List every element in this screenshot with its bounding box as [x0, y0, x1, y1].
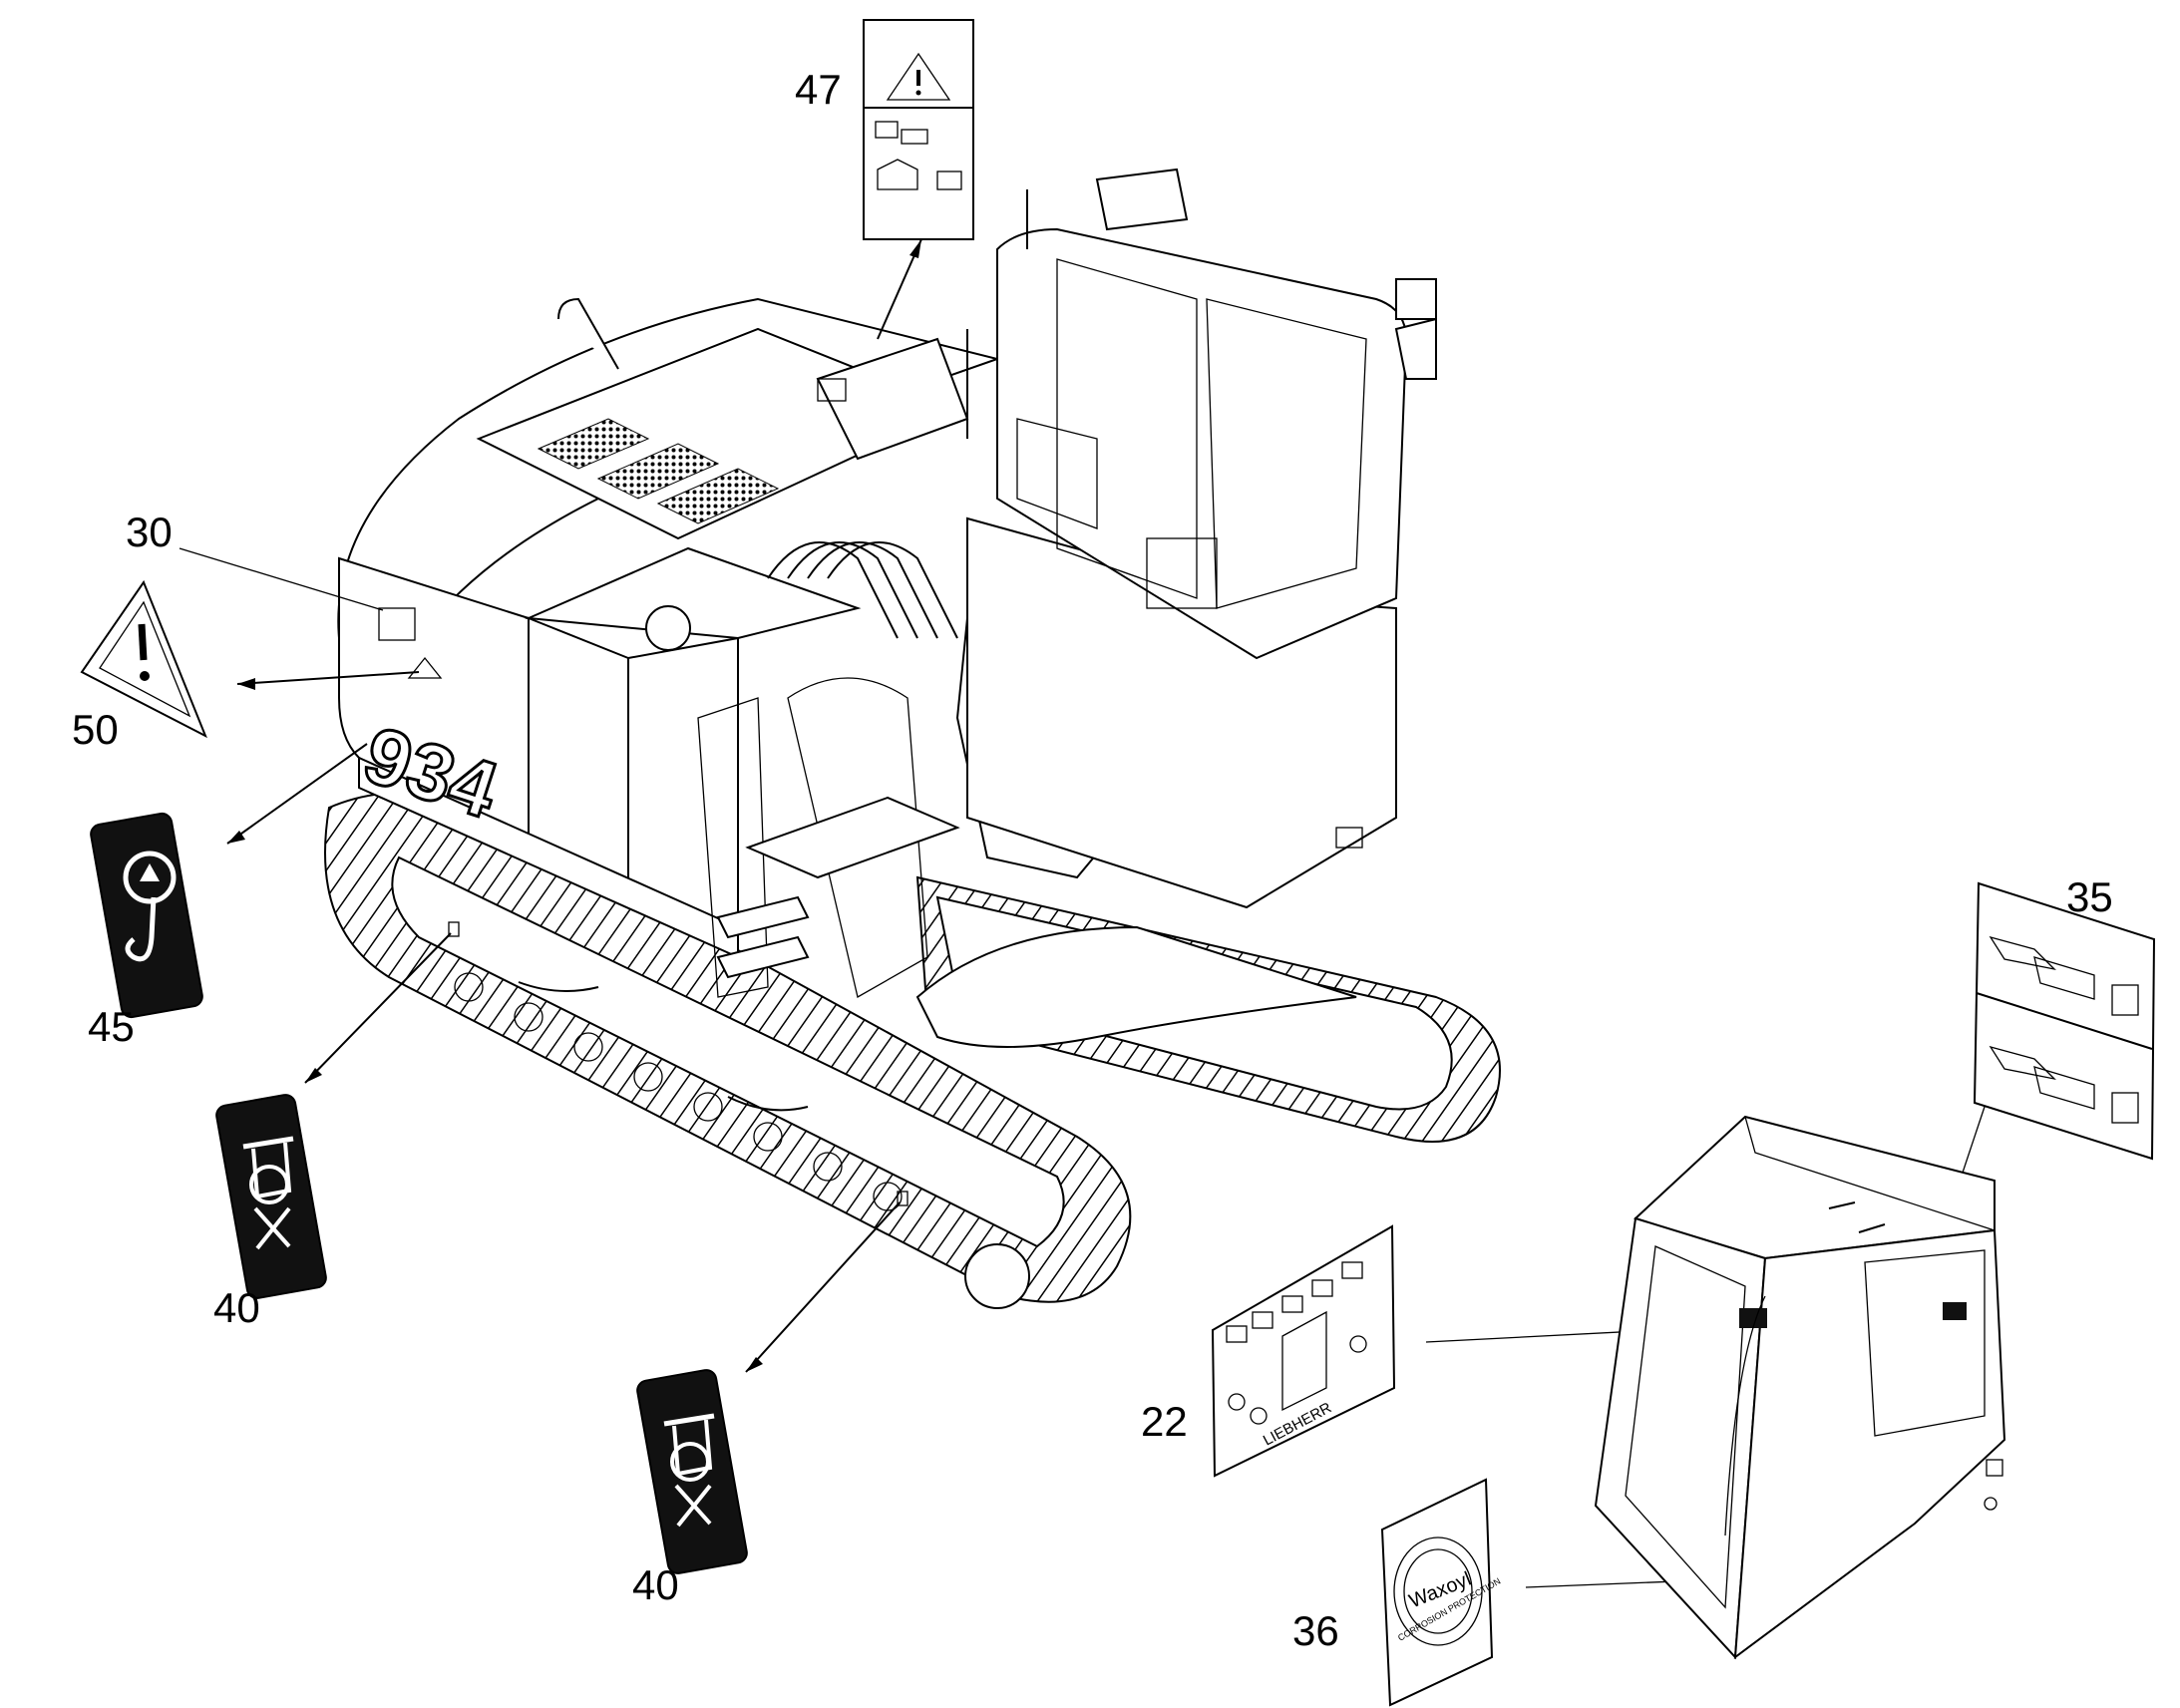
decal-40b-lashing-point	[636, 1369, 748, 1574]
hydraulic-hoses	[767, 541, 958, 639]
cab-roof-panel	[1095, 168, 1189, 231]
cab-detail	[1594, 1115, 2006, 1660]
leader-30	[179, 547, 384, 611]
circuit-icon	[877, 159, 918, 190]
track-rollers	[454, 972, 1030, 1309]
decal-47: 47	[795, 19, 974, 240]
excavator-illustration: 934	[324, 168, 1501, 1309]
decal-35	[1973, 881, 2156, 1161]
handrail-left	[697, 697, 769, 998]
decal-45-lifting-hook	[90, 812, 203, 1019]
decal-50-warning-triangle	[80, 579, 207, 739]
lashing-point-front	[448, 921, 460, 937]
mirror-upper	[1395, 278, 1437, 320]
arrowhead-40a	[305, 1068, 322, 1083]
lashing-point-icon	[670, 1442, 710, 1482]
mirror-lower	[1394, 317, 1437, 380]
decal-40a-lashing-point	[215, 1094, 327, 1299]
handrail-right	[787, 677, 928, 998]
callout-35: 35	[2066, 873, 2113, 920]
arrowhead-50	[237, 678, 255, 690]
platform-step	[745, 796, 960, 879]
leader-45	[226, 743, 368, 845]
decal-22-position	[1739, 1308, 1767, 1328]
arrowhead-47	[909, 239, 921, 258]
exhaust-pipe	[557, 297, 619, 370]
callout-50: 50	[72, 706, 119, 753]
cab-detail-door	[1733, 1228, 2006, 1660]
decal-36: Waxoyl CORROSION PROTECTION	[1380, 1478, 1502, 1707]
tank-top	[525, 546, 862, 640]
callout-45: 45	[88, 1003, 135, 1050]
step-1	[716, 895, 810, 939]
callout-47: 47	[795, 66, 842, 113]
cab-front-window	[1206, 298, 1367, 609]
arrowhead-45	[227, 831, 245, 844]
engine-vents	[537, 418, 780, 524]
callout-36: 36	[1292, 1607, 1339, 1654]
leader-40a	[304, 932, 452, 1084]
car-body	[915, 925, 1357, 1048]
decal-35-position	[1943, 1302, 1967, 1320]
manual-book-icon	[936, 171, 962, 190]
callout-40b: 40	[632, 1561, 679, 1608]
fuel-cap	[645, 605, 691, 651]
callout-30: 30	[126, 509, 173, 555]
callout-40a: 40	[213, 1284, 260, 1331]
callout-22: 22	[1141, 1398, 1188, 1445]
tool-box-door	[627, 636, 739, 929]
arrowhead-40b	[746, 1357, 763, 1372]
lifting-hook-icon	[123, 851, 177, 904]
cab-door-window	[1056, 258, 1198, 599]
battery-icon	[875, 121, 899, 139]
step-2	[716, 935, 810, 979]
decal-47-position	[817, 378, 847, 402]
lashing-point-icon	[249, 1165, 289, 1204]
lashing-point-rear	[897, 1191, 908, 1206]
decal-22: LIEBHERR	[1211, 1224, 1396, 1478]
side-warning-mark	[407, 656, 443, 679]
decal-30-position	[378, 607, 416, 641]
leader-40b	[745, 1201, 901, 1373]
leader-50	[236, 671, 420, 685]
warning-triangle-icon	[886, 52, 951, 101]
